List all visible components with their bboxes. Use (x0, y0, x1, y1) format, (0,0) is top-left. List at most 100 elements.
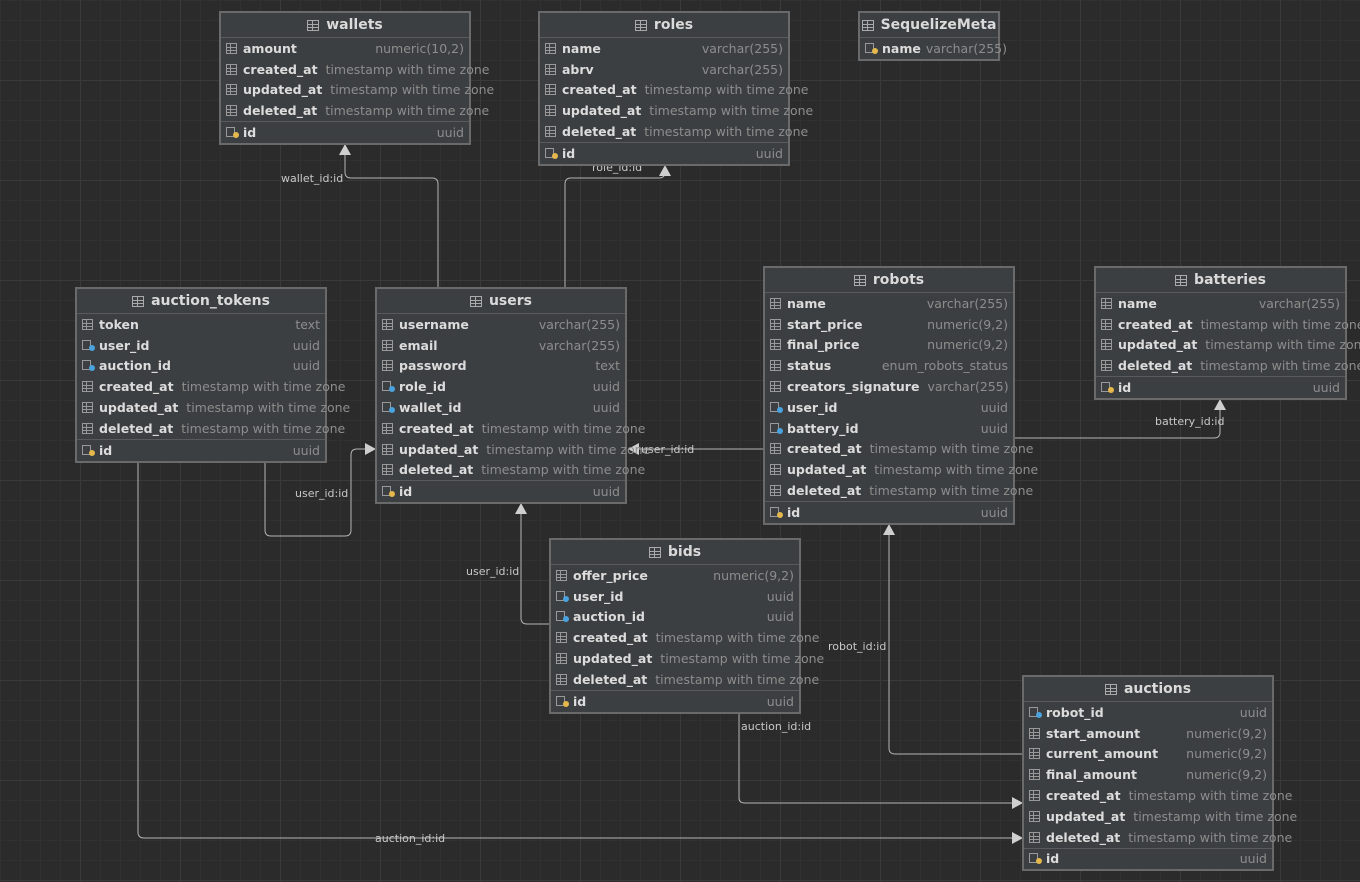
column-name: creators_signature (787, 379, 920, 395)
table-header[interactable]: users (377, 289, 625, 314)
label-bids-user-id: user_id:id (466, 565, 519, 578)
column-type: uuid (755, 145, 783, 161)
table-header[interactable]: roles (540, 13, 788, 38)
column-type: uuid (292, 358, 320, 374)
column-type: timestamp with time zone (655, 671, 820, 687)
label-auction-tokens-user-id: user_id:id (295, 487, 348, 500)
column-icon (226, 105, 237, 117)
column-type: uuid (980, 420, 1008, 436)
column-type: varchar(255) (701, 61, 783, 77)
column-icon (1101, 360, 1112, 372)
column-name: offer_price (573, 567, 648, 583)
column-type: timestamp with time zone (655, 630, 820, 646)
table-header[interactable]: bids (551, 540, 799, 565)
table-title: bids (667, 544, 702, 560)
table-header[interactable]: auction_tokens (77, 289, 325, 314)
table-icon (132, 295, 145, 307)
column-name: created_at (99, 379, 174, 395)
column-type: uuid (436, 125, 464, 141)
table-header[interactable]: SequelizeMeta (860, 13, 998, 38)
table-header[interactable]: auctions (1024, 677, 1272, 702)
table-header[interactable]: wallets (221, 13, 469, 38)
column-type: uuid (292, 337, 320, 353)
column-icon (382, 339, 393, 351)
table-header[interactable]: batteries (1096, 268, 1345, 293)
table-title: robots (872, 272, 925, 288)
table-title: auction_tokens (151, 293, 270, 309)
table-header[interactable]: robots (765, 268, 1013, 293)
foreign-key-icon (770, 422, 783, 434)
foreign-key-icon (1029, 706, 1042, 718)
column-name: final_amount (1046, 767, 1137, 783)
